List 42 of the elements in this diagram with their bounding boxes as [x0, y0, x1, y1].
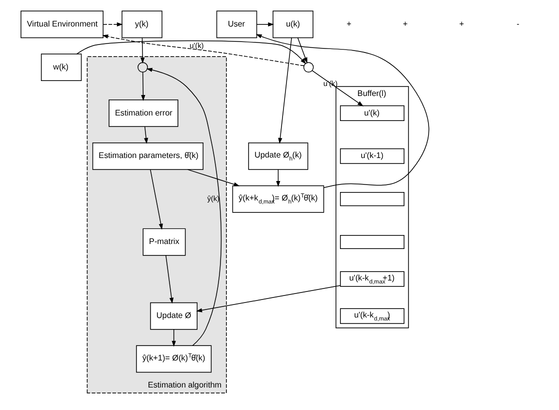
arrow — [150, 169, 163, 230]
arrow — [146, 68, 222, 346]
label: - — [516, 19, 520, 28]
arrow — [196, 285, 341, 312]
node-box: Estimation parameters, θ̂(k) — [92, 142, 204, 170]
arrow — [297, 37, 308, 64]
node-box: u'(k-k$_{d,max}$) — [340, 308, 404, 324]
label: + — [402, 19, 408, 28]
node-box: Update Ø — [150, 302, 198, 330]
edge-label: u'(k) — [190, 41, 204, 50]
node-circle — [303, 62, 314, 72]
node-box: u'(k-1) — [340, 148, 404, 164]
arrow — [102, 34, 304, 66]
node-box: Update Ø$_{h}$(k) — [248, 142, 308, 170]
arrow — [278, 37, 292, 144]
edge-label: ŷ(k) — [207, 194, 220, 203]
node-box: u'(k) — [340, 105, 404, 121]
node-box — [340, 234, 404, 250]
arrow — [102, 22, 123, 26]
node-box: ŷ(k+1)= Ø(k)$^{T}$θ̂(k) — [136, 345, 212, 373]
arrow — [172, 329, 176, 347]
node-box: ŷ(k+k$_{d,max}$)= Ø$_{h}$(k)$^{T}$θ̂(k) — [232, 185, 324, 213]
node-box: w(k) — [40, 54, 82, 81]
arrow — [144, 126, 148, 144]
arrow — [276, 169, 280, 187]
node-circle — [138, 62, 148, 72]
arrow — [312, 70, 364, 106]
node-box: y(k) — [122, 10, 162, 38]
node-box — [340, 192, 404, 206]
label: + — [459, 19, 464, 28]
arrow — [166, 255, 174, 304]
arrow — [141, 72, 146, 101]
node-box: User — [216, 10, 258, 38]
label: + — [346, 19, 352, 28]
node-box: u(k) — [272, 10, 314, 38]
node-box: Virtual Environment — [20, 10, 104, 38]
arrow — [187, 169, 240, 186]
node-box: P-matrix — [142, 228, 186, 256]
arrow — [256, 22, 274, 26]
arrow — [140, 37, 145, 64]
node-box: Estimation error — [108, 100, 178, 127]
node-box: u'(k-k$_{d,max}$+1) — [340, 271, 404, 287]
